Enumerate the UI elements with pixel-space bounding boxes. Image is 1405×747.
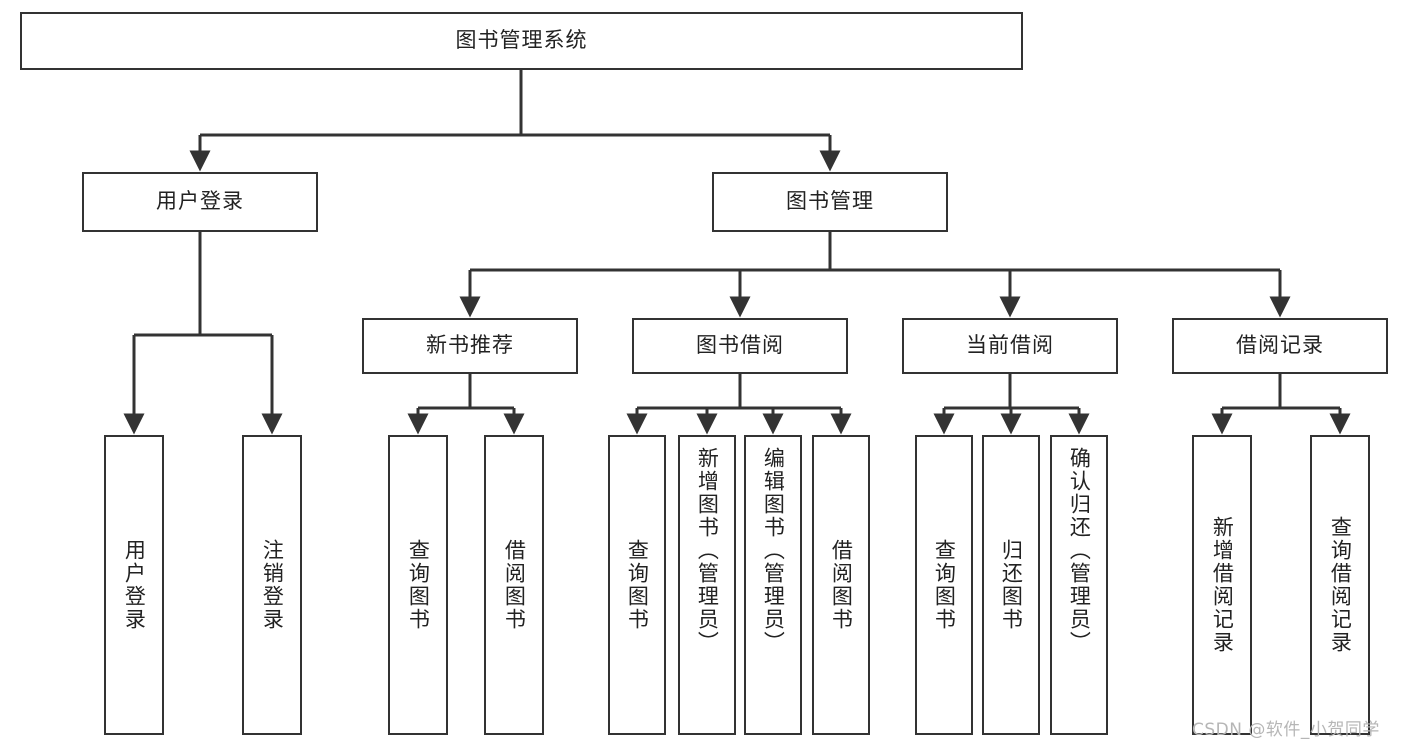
node-book-borrow[interactable]: 图书借阅 <box>632 318 848 374</box>
node-user-login[interactable]: 用户登录 <box>82 172 318 232</box>
node-leaf-confirm-return[interactable]: 确认归还（管理员） <box>1050 435 1108 735</box>
csdn-watermark: CSDN @软件_小贺同学 <box>1192 720 1380 740</box>
node-leaf-query-record[interactable]: 查询借阅记录 <box>1310 435 1370 735</box>
node-current-borrow[interactable]: 当前借阅 <box>902 318 1118 374</box>
node-leaf-add-record[interactable]: 新增借阅记录 <box>1192 435 1252 735</box>
node-root[interactable]: 图书管理系统 <box>20 12 1023 70</box>
node-leaf-borrow-book-1[interactable]: 借阅图书 <box>484 435 544 735</box>
node-leaf-query-book-2[interactable]: 查询图书 <box>608 435 666 735</box>
node-leaf-user-logout[interactable]: 注销登录 <box>242 435 302 735</box>
node-leaf-query-book-1[interactable]: 查询图书 <box>388 435 448 735</box>
node-leaf-edit-book[interactable]: 编辑图书（管理员） <box>744 435 802 735</box>
node-leaf-query-book-3[interactable]: 查询图书 <box>915 435 973 735</box>
node-leaf-add-book[interactable]: 新增图书（管理员） <box>678 435 736 735</box>
node-new-book-recommend[interactable]: 新书推荐 <box>362 318 578 374</box>
node-book-manage[interactable]: 图书管理 <box>712 172 948 232</box>
node-leaf-borrow-book-2[interactable]: 借阅图书 <box>812 435 870 735</box>
node-borrow-record[interactable]: 借阅记录 <box>1172 318 1388 374</box>
node-leaf-user-login[interactable]: 用户登录 <box>104 435 164 735</box>
node-leaf-return-book[interactable]: 归还图书 <box>982 435 1040 735</box>
